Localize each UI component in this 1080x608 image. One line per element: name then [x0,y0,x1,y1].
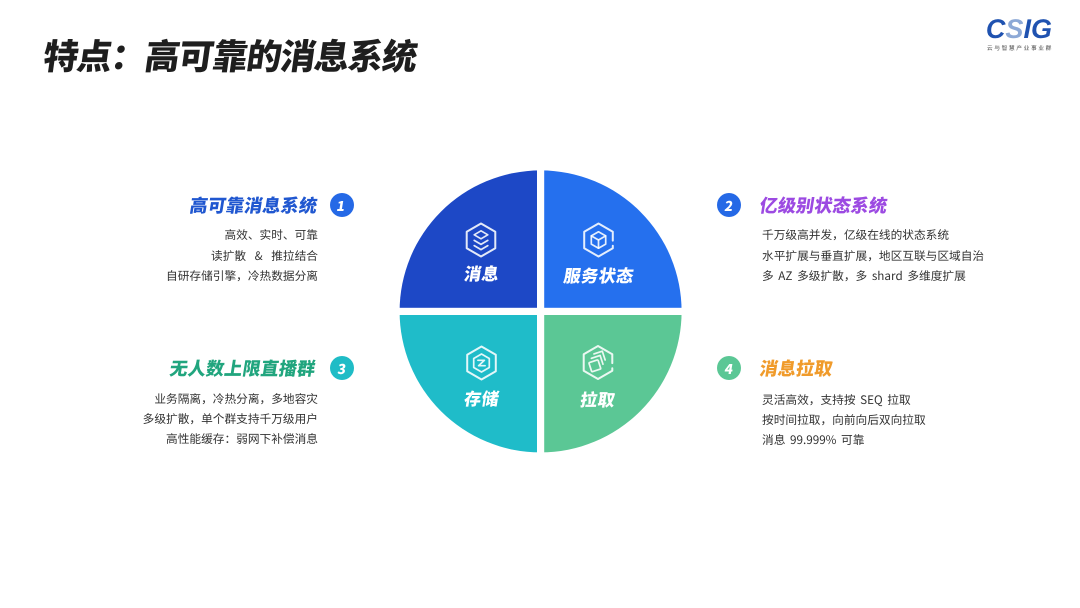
feature-4-heading: 消息拉取 [757,355,835,381]
feature-3-line-3: 高性能缓存：弱网下补偿消息 [166,429,318,447]
feature-1-line-2: 读扩散 & 推拉结合 [211,246,318,264]
csig-logo-text: CSIG [985,15,1053,43]
logo-letter-c: C [985,14,1006,44]
feature-1-heading: 高可靠消息系统 [187,192,320,218]
feature-2-heading: 亿级别状态系统 [757,192,890,218]
feature-1-body: 高效、实时、可靠 读扩散 & 推拉结合 自研存储引擎，冷热数据分离 [166,225,318,287]
feature-2-line-3: 多 AZ 多级扩散，多 shard 多维度扩展 [762,267,966,284]
feature-4-body: 灵活高效，支持按 SEQ 拉取 按时间拉取，向前向后双向拉取 消息 99.999… [762,390,926,450]
quadrant-circle-diagram [398,169,684,455]
quadrant-wedges [399,170,682,453]
quadrant-messages [399,170,541,312]
csig-logo-subtext: 云与智慧产业事业群 [986,43,1053,52]
quadrant-storage [399,311,541,453]
quadrant-label-pull: 拉取 [578,386,618,411]
feature-2-badge-number: 2 [723,195,735,215]
storage-hexagon-icon [466,345,497,381]
feature-2-line-2: 水平扩展与垂直扩展，地区互联与区域自治 [762,246,985,264]
feature-4-line-1: 灵活高效，支持按 SEQ 拉取 [762,390,911,408]
cube-hexagon-icon [583,222,614,258]
feature-4-badge: 4 [717,355,741,380]
logo-letter-s: S [1005,14,1024,44]
feature-1-line-3: 自研存储引擎，冷热数据分离 [166,267,318,284]
quadrant-gap-cross [398,169,684,455]
feature-4-line-2: 按时间拉取，向前向后双向拉取 [762,410,926,428]
feature-1-badge-number: 1 [335,195,348,215]
feature-3-line-2: 多级扩散，单个群支持千万级用户 [142,409,318,427]
logo-letters-ig: IG [1023,14,1052,44]
feature-2-body: 千万级高并发，亿级在线的状态系统 水平扩展与垂直扩展，地区互联与区域自治 多 A… [762,225,984,287]
feature-3-line-1: 业务隔离，冷热分离，多地容灾 [154,389,318,407]
pull-hexagon-icon [582,345,614,380]
quadrant-pull [540,311,682,453]
slide-title: 特点：高可靠的消息系统 [40,29,421,80]
csig-logo: CSIG 云与智慧产业事业群 [985,15,1053,51]
feature-4-badge-number: 4 [723,357,735,378]
feature-2-line-1: 千万级高并发，亿级在线的状态系统 [762,226,950,243]
feature-3-badge: 3 [330,355,354,380]
feature-3-badge-number: 3 [336,357,348,378]
quadrant-service-status [540,170,682,312]
feature-3-body: 业务隔离，冷热分离，多地容灾 多级扩散，单个群支持千万级用户 高性能缓存：弱网下… [143,389,318,449]
feature-2-badge: 2 [717,193,741,217]
feature-1-line-1: 高效、实时、可靠 [224,226,318,243]
feature-1-badge: 1 [329,193,354,217]
feature-3-heading: 无人数上限直播群 [168,355,319,381]
quadrant-label-service-status: 服务状态 [562,262,637,287]
feature-4-line-3: 消息 99.999% 可靠 [762,430,865,448]
layers-hexagon-icon [465,222,497,258]
